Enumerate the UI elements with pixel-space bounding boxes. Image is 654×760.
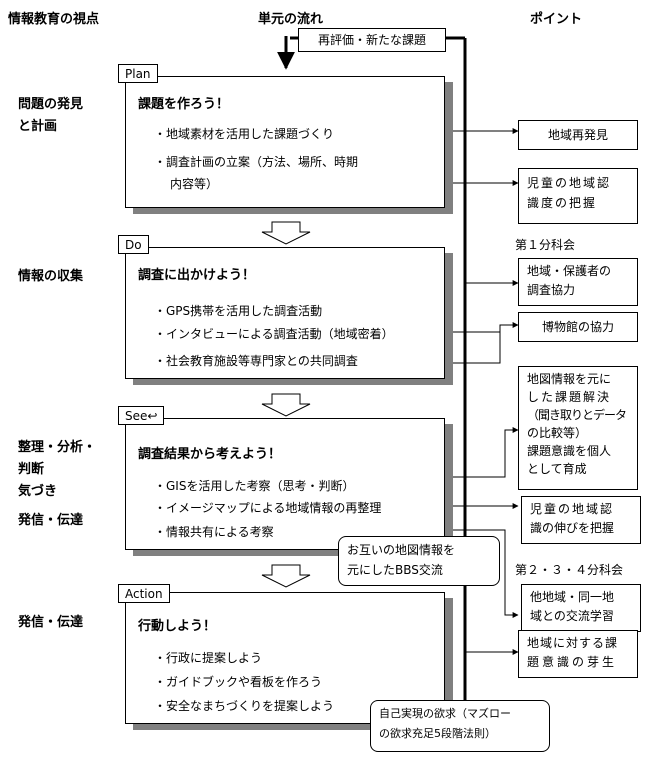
label-collect: 情報の収集 xyxy=(18,269,84,284)
point-growth-line2: 識の伸びを把握 xyxy=(530,521,615,535)
do-item-1: ・GPS携帯を活用した調査活動 xyxy=(154,304,323,318)
header-points: ポイント xyxy=(530,12,583,27)
see-tab: See↩ xyxy=(118,406,165,425)
action-stage: 行動しよう！ ・行政に提案しよう ・ガイドブックや看板を作ろう ・安全なまちづく… xyxy=(125,592,445,724)
plan-item-3: 内容等） xyxy=(170,177,219,191)
point-cooperation-line1: 地域・保護者の xyxy=(527,264,612,278)
callout-maslow: 自己実現の欲求（マズロー の欲求充足5段階法則） xyxy=(370,700,550,752)
point-rediscover: 地域再発見 xyxy=(518,120,638,150)
action-item-3: ・安全なまちづくりを提案しよう xyxy=(154,699,335,713)
point-sprout-line2: 題意識の芽生 xyxy=(527,655,618,669)
point-cooperation: 地域・保護者の 調査協力 xyxy=(518,258,638,306)
label-organize-line3: 気づき xyxy=(18,484,58,499)
point-sprout: 地域に対する課 題意識の芽生 xyxy=(518,630,638,678)
action-item-1: ・行政に提案しよう xyxy=(154,651,263,665)
action-tab: Action xyxy=(118,584,170,603)
callout-bbs: お互いの地図情報を 元にしたBBS交流 xyxy=(338,536,500,586)
point-map-line2: した課題解決 xyxy=(527,390,612,404)
plan-stage: 課題を作ろう！ ・地域素材を活用した課題づくり ・調査計画の立案（方法、場所、時… xyxy=(125,76,445,208)
action-title: 行動しよう！ xyxy=(138,619,217,634)
point-map-line5: 課題意識を個人 xyxy=(527,444,612,458)
plan-title: 課題を作ろう！ xyxy=(138,97,230,112)
point-exchange-line1: 他地域・同一地 xyxy=(530,590,615,604)
plan-tab: Plan xyxy=(118,64,158,83)
callout-maslow-line1: 自己実現の欲求（マズロー xyxy=(379,707,511,720)
do-stage: 調査に出かけよう！ ・GPS携帯を活用した調査活動 ・インタビューによる調査活動… xyxy=(125,247,445,379)
see-stage: 調査結果から考えよう！ ・GISを活用した考察（思考・判断） ・イメージマップに… xyxy=(125,418,445,550)
label-send2: 発信・伝達 xyxy=(18,615,84,630)
do-item-2: ・インタビューによる調査活動（地域密着） xyxy=(154,327,394,341)
point-awareness-line1: 児童の地域認 xyxy=(527,176,612,190)
point-awareness-line2: 識度の把握 xyxy=(527,196,598,210)
bunkakai-1-label: 第１分科会 xyxy=(515,238,576,252)
plan-item-1: ・地域素材を活用した課題づくり xyxy=(154,127,335,141)
label-problem: 問題の発見 と計画 xyxy=(18,94,83,138)
point-exchange-line2: 域との交流学習 xyxy=(530,609,614,623)
point-map-line1: 地図情報を元に xyxy=(527,372,612,386)
point-growth: 児童の地域認 識の伸びを把握 xyxy=(521,496,641,544)
see-item-3: ・情報共有による考察 xyxy=(154,525,274,539)
point-cooperation-line2: 調査協力 xyxy=(527,283,576,297)
point-awareness: 児童の地域認 識度の把握 xyxy=(518,168,638,224)
point-map-line3: （聞き取りとデータ xyxy=(527,408,627,422)
callout-bbs-line1: お互いの地図情報を xyxy=(347,543,456,557)
do-title: 調査に出かけよう！ xyxy=(138,268,256,283)
reeval-box: 再評価・新たな課題 xyxy=(298,28,446,52)
label-problem-line1: 問題の発見 xyxy=(18,97,84,112)
label-send1: 発信・伝達 xyxy=(18,513,84,528)
header-perspective: 情報教育の視点 xyxy=(8,12,100,27)
point-sprout-line1: 地域に対する課 xyxy=(527,636,619,650)
label-problem-line2: と計画 xyxy=(18,119,58,134)
bunkakai-234-label: 第２・３・４分科会 xyxy=(515,563,624,577)
callout-maslow-line2: の欲求充足5段階法則） xyxy=(379,727,496,740)
do-item-3: ・社会教育施設等専門家との共同調査 xyxy=(154,354,358,368)
see-item-2: ・イメージマップによる地域情報の再整理 xyxy=(154,501,382,515)
point-museum: 博物館の協力 xyxy=(518,312,638,342)
see-title: 調査結果から考えよう！ xyxy=(138,447,282,462)
do-tab: Do xyxy=(118,235,149,254)
callout-bbs-line2: 元にしたBBS交流 xyxy=(347,563,443,577)
header-flow: 単元の流れ xyxy=(258,12,324,27)
point-map-line6: として育成 xyxy=(527,462,587,476)
point-map-solution: 地図情報を元に した課題解決 （聞き取りとデータ の比較等） 課題意識を個人 と… xyxy=(518,366,638,490)
point-exchange: 他地域・同一地 域との交流学習 xyxy=(521,584,641,632)
point-map-line4: の比較等） xyxy=(527,426,588,440)
label-organize-line1: 整理・分析・ xyxy=(18,440,97,455)
label-organize: 整理・分析・ 判断 気づき xyxy=(18,437,96,503)
see-item-1: ・GISを活用した考察（思考・判断） xyxy=(154,479,355,493)
action-item-2: ・ガイドブックや看板を作ろう xyxy=(154,675,323,689)
plan-item-2: ・調査計画の立案（方法、場所、時期 xyxy=(154,155,359,169)
point-growth-line1: 児童の地域認 xyxy=(530,502,615,516)
label-organize-line2: 判断 xyxy=(18,462,45,477)
